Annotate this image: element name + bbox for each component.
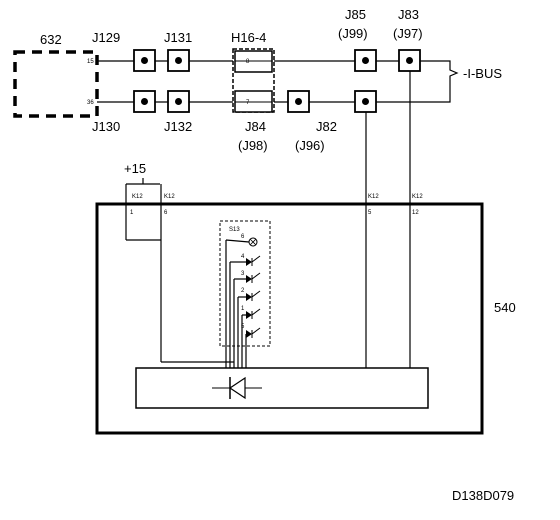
diode-switch-5 — [246, 327, 261, 338]
diagram-id: D138D079 — [452, 488, 514, 503]
j132-label: J132 — [164, 119, 192, 134]
controller-block — [135, 367, 429, 409]
k12-pin-1: 1 — [130, 210, 134, 216]
k12-left-label: K12 — [132, 194, 143, 200]
switch-2-label: 2 — [241, 288, 245, 294]
diode-icon — [212, 376, 262, 400]
k12-mid-label: K12 — [368, 194, 379, 200]
k12-right-label: K12 — [412, 194, 423, 200]
h16-4-pin-8: 8 — [246, 59, 250, 65]
connector-j82 — [287, 90, 310, 113]
k12-pin-6: 6 — [164, 210, 168, 216]
j129-label: J129 — [92, 30, 120, 45]
pin-36-label: 36 — [87, 100, 94, 106]
j84-label: J84 — [245, 119, 266, 134]
j82-alt-label: (J96) — [295, 138, 325, 153]
j131-label: J131 — [164, 30, 192, 45]
switch-4-label: 4 — [241, 254, 245, 260]
plus15-label: +15 — [124, 161, 146, 176]
unit-540-label: 540 — [494, 300, 516, 315]
connector-j85 — [354, 49, 377, 72]
connector-j84 — [354, 90, 377, 113]
k12-left2-label: K12 — [164, 194, 175, 200]
switch-3-label: 3 — [241, 271, 245, 277]
connector-j129 — [133, 49, 156, 72]
pin-15-label: 15 — [87, 59, 94, 65]
j83-alt-label: (J97) — [393, 26, 423, 41]
connector-j131 — [167, 49, 190, 72]
switch-6-label: 6 — [241, 234, 245, 240]
switch-block-label: S13 — [229, 227, 240, 233]
switch-bundle-wires — [225, 239, 250, 368]
j84-alt-label: (J98) — [238, 138, 268, 153]
diode-switch-4 — [246, 255, 261, 266]
j130-label: J130 — [92, 119, 120, 134]
k12-pin-12: 12 — [412, 210, 419, 216]
unit-540-box — [95, 202, 484, 435]
unit-632-box — [13, 50, 99, 118]
lamp-icon — [248, 237, 258, 247]
diode-switch-3 — [246, 272, 261, 283]
h16-4-label: H16-4 — [231, 30, 266, 45]
connector-j132 — [167, 90, 190, 113]
j85-label: J85 — [345, 7, 366, 22]
k12-pin-5: 5 — [368, 210, 372, 216]
connector-j130 — [133, 90, 156, 113]
switch-1-label: 1 — [241, 306, 245, 312]
diode-switch-2 — [246, 290, 261, 301]
switch-5-label: 5 — [241, 324, 245, 330]
h16-4-pin-7: 7 — [246, 100, 250, 106]
j85-alt-label: (J99) — [338, 26, 368, 41]
diode-switch-1 — [246, 308, 261, 319]
bus-label: -I-BUS — [463, 66, 502, 81]
j82-label: J82 — [316, 119, 337, 134]
bus-bracket — [437, 60, 459, 103]
switch-block — [219, 220, 271, 347]
unit-632-label: 632 — [40, 32, 62, 47]
j83-label: J83 — [398, 7, 419, 22]
connector-j83 — [398, 49, 421, 72]
connector-h16-4 — [232, 48, 275, 113]
